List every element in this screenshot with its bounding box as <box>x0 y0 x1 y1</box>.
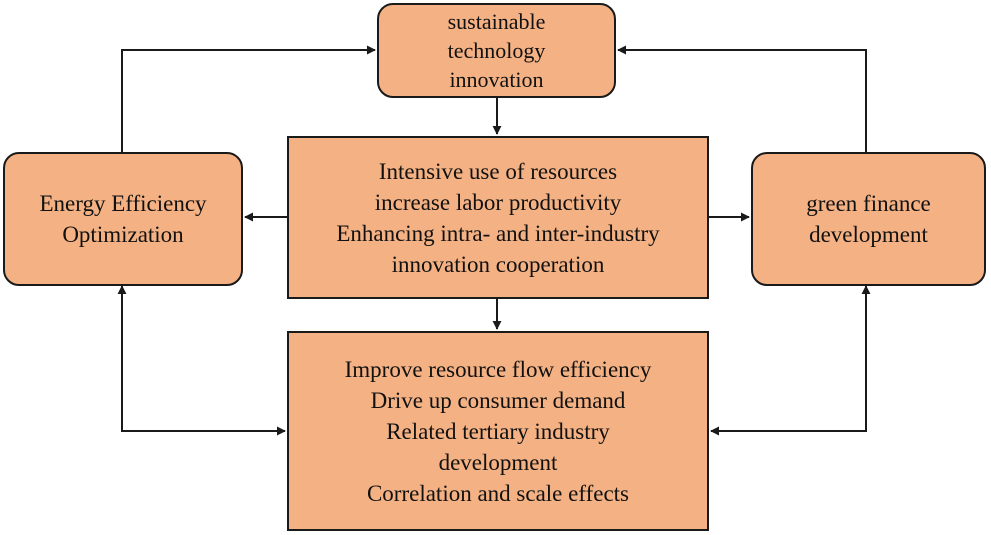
node-text-line: increase labor productivity <box>374 189 622 215</box>
arrow-right-to-top <box>617 45 867 152</box>
node-sustainable-technology-innovation: sustainable technology innovation <box>377 3 616 98</box>
node-text-line: innovation cooperation <box>391 251 605 277</box>
node-text-line: green finance <box>806 191 931 216</box>
arrow-bottom-left-link <box>117 285 286 436</box>
node-text-line: development <box>809 222 928 247</box>
node-text-line: Enhancing intra- and inter-industry <box>336 220 660 246</box>
node-center-mechanisms: Intensive use of resources increase labo… <box>287 136 709 299</box>
node-text-line: Correlation and scale effects <box>366 480 630 506</box>
node-text-line: Drive up consumer demand <box>370 387 626 413</box>
node-text-line: sustainable <box>447 9 546 34</box>
arrow-left-to-top <box>121 45 376 152</box>
node-text-line: Intensive use of resources <box>378 158 618 184</box>
node-bottom-effects: Improve resource flow efficiency Drive u… <box>287 331 709 531</box>
node-text-line: technology <box>447 38 546 63</box>
node-text-line: Improve resource flow efficiency <box>344 356 652 382</box>
arrow-bottom-right-link <box>710 285 871 436</box>
node-text-line: Optimization <box>62 222 184 247</box>
node-text-line: Energy Efficiency <box>39 191 207 216</box>
node-text-line: development <box>438 449 558 475</box>
node-green-finance-development: green finance development <box>751 152 986 286</box>
node-text-line: innovation <box>449 67 544 92</box>
node-energy-efficiency-optimization: Energy Efficiency Optimization <box>3 152 243 286</box>
node-text-line: Related tertiary industry <box>386 418 610 444</box>
